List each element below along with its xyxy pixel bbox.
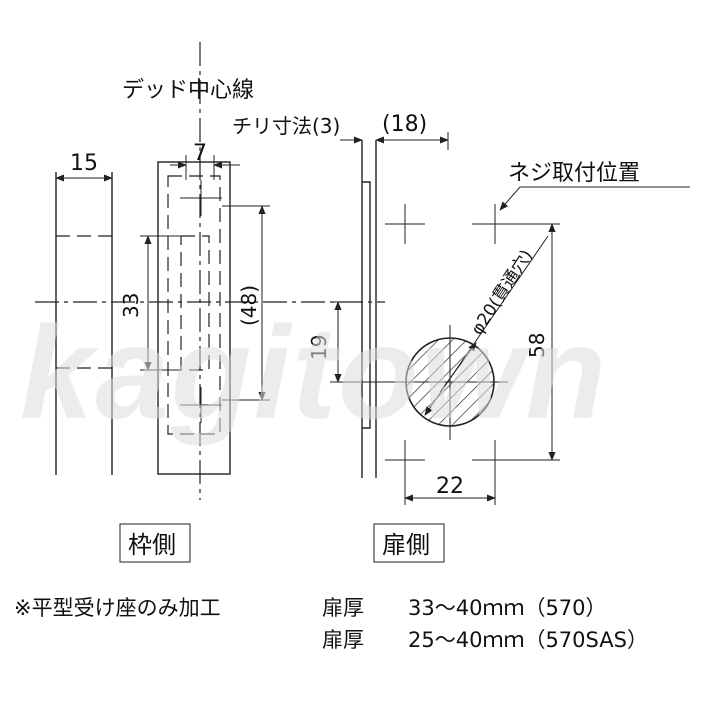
dim-48-label: (48): [237, 285, 261, 326]
strike-outer: [157, 161, 231, 475]
door-thickness-label-2: 扉厚: [322, 628, 364, 652]
chiri-18-label: (18): [382, 112, 427, 137]
dim-58-label: 58: [525, 333, 549, 358]
frame-screw-top: [180, 180, 222, 216]
flat-seat-note: ※平型受け座のみ加工: [14, 596, 221, 620]
door-thickness-label-1: 扉厚: [322, 596, 364, 620]
door-thickness-value-2: 25～40ｍｍ（570SAS）: [408, 628, 648, 652]
door-side-label: 扉側: [382, 531, 430, 559]
door-side-box: [373, 523, 445, 563]
door-screw-top-left: [385, 204, 425, 244]
dim-19-label: 19: [307, 335, 331, 360]
frame-side-view: [35, 42, 385, 500]
dim-7-label: 7: [193, 141, 207, 166]
faceplate: [362, 181, 371, 429]
flat-seat-outline: [56, 235, 112, 369]
chiri-label: チリ寸法(3): [232, 114, 340, 138]
frame-screw-bottom: [180, 387, 222, 423]
frame-side-label: 枠側: [128, 531, 176, 559]
dim-33-label: 33: [119, 293, 143, 318]
dim-22-label: 22: [436, 474, 464, 499]
door-side-view: [330, 132, 690, 505]
strike-plate: [167, 175, 221, 435]
watermark: kagitown: [20, 299, 608, 446]
strike-opening: [180, 235, 210, 371]
frame-side-box: [119, 523, 191, 563]
door-thickness-value-1: 33～40ｍｍ（570）: [408, 596, 607, 620]
screw-position-label: ネジ取付位置: [508, 161, 640, 186]
dim-15-label: 15: [70, 151, 98, 176]
dead-center-label: デッド中心線: [122, 78, 254, 103]
